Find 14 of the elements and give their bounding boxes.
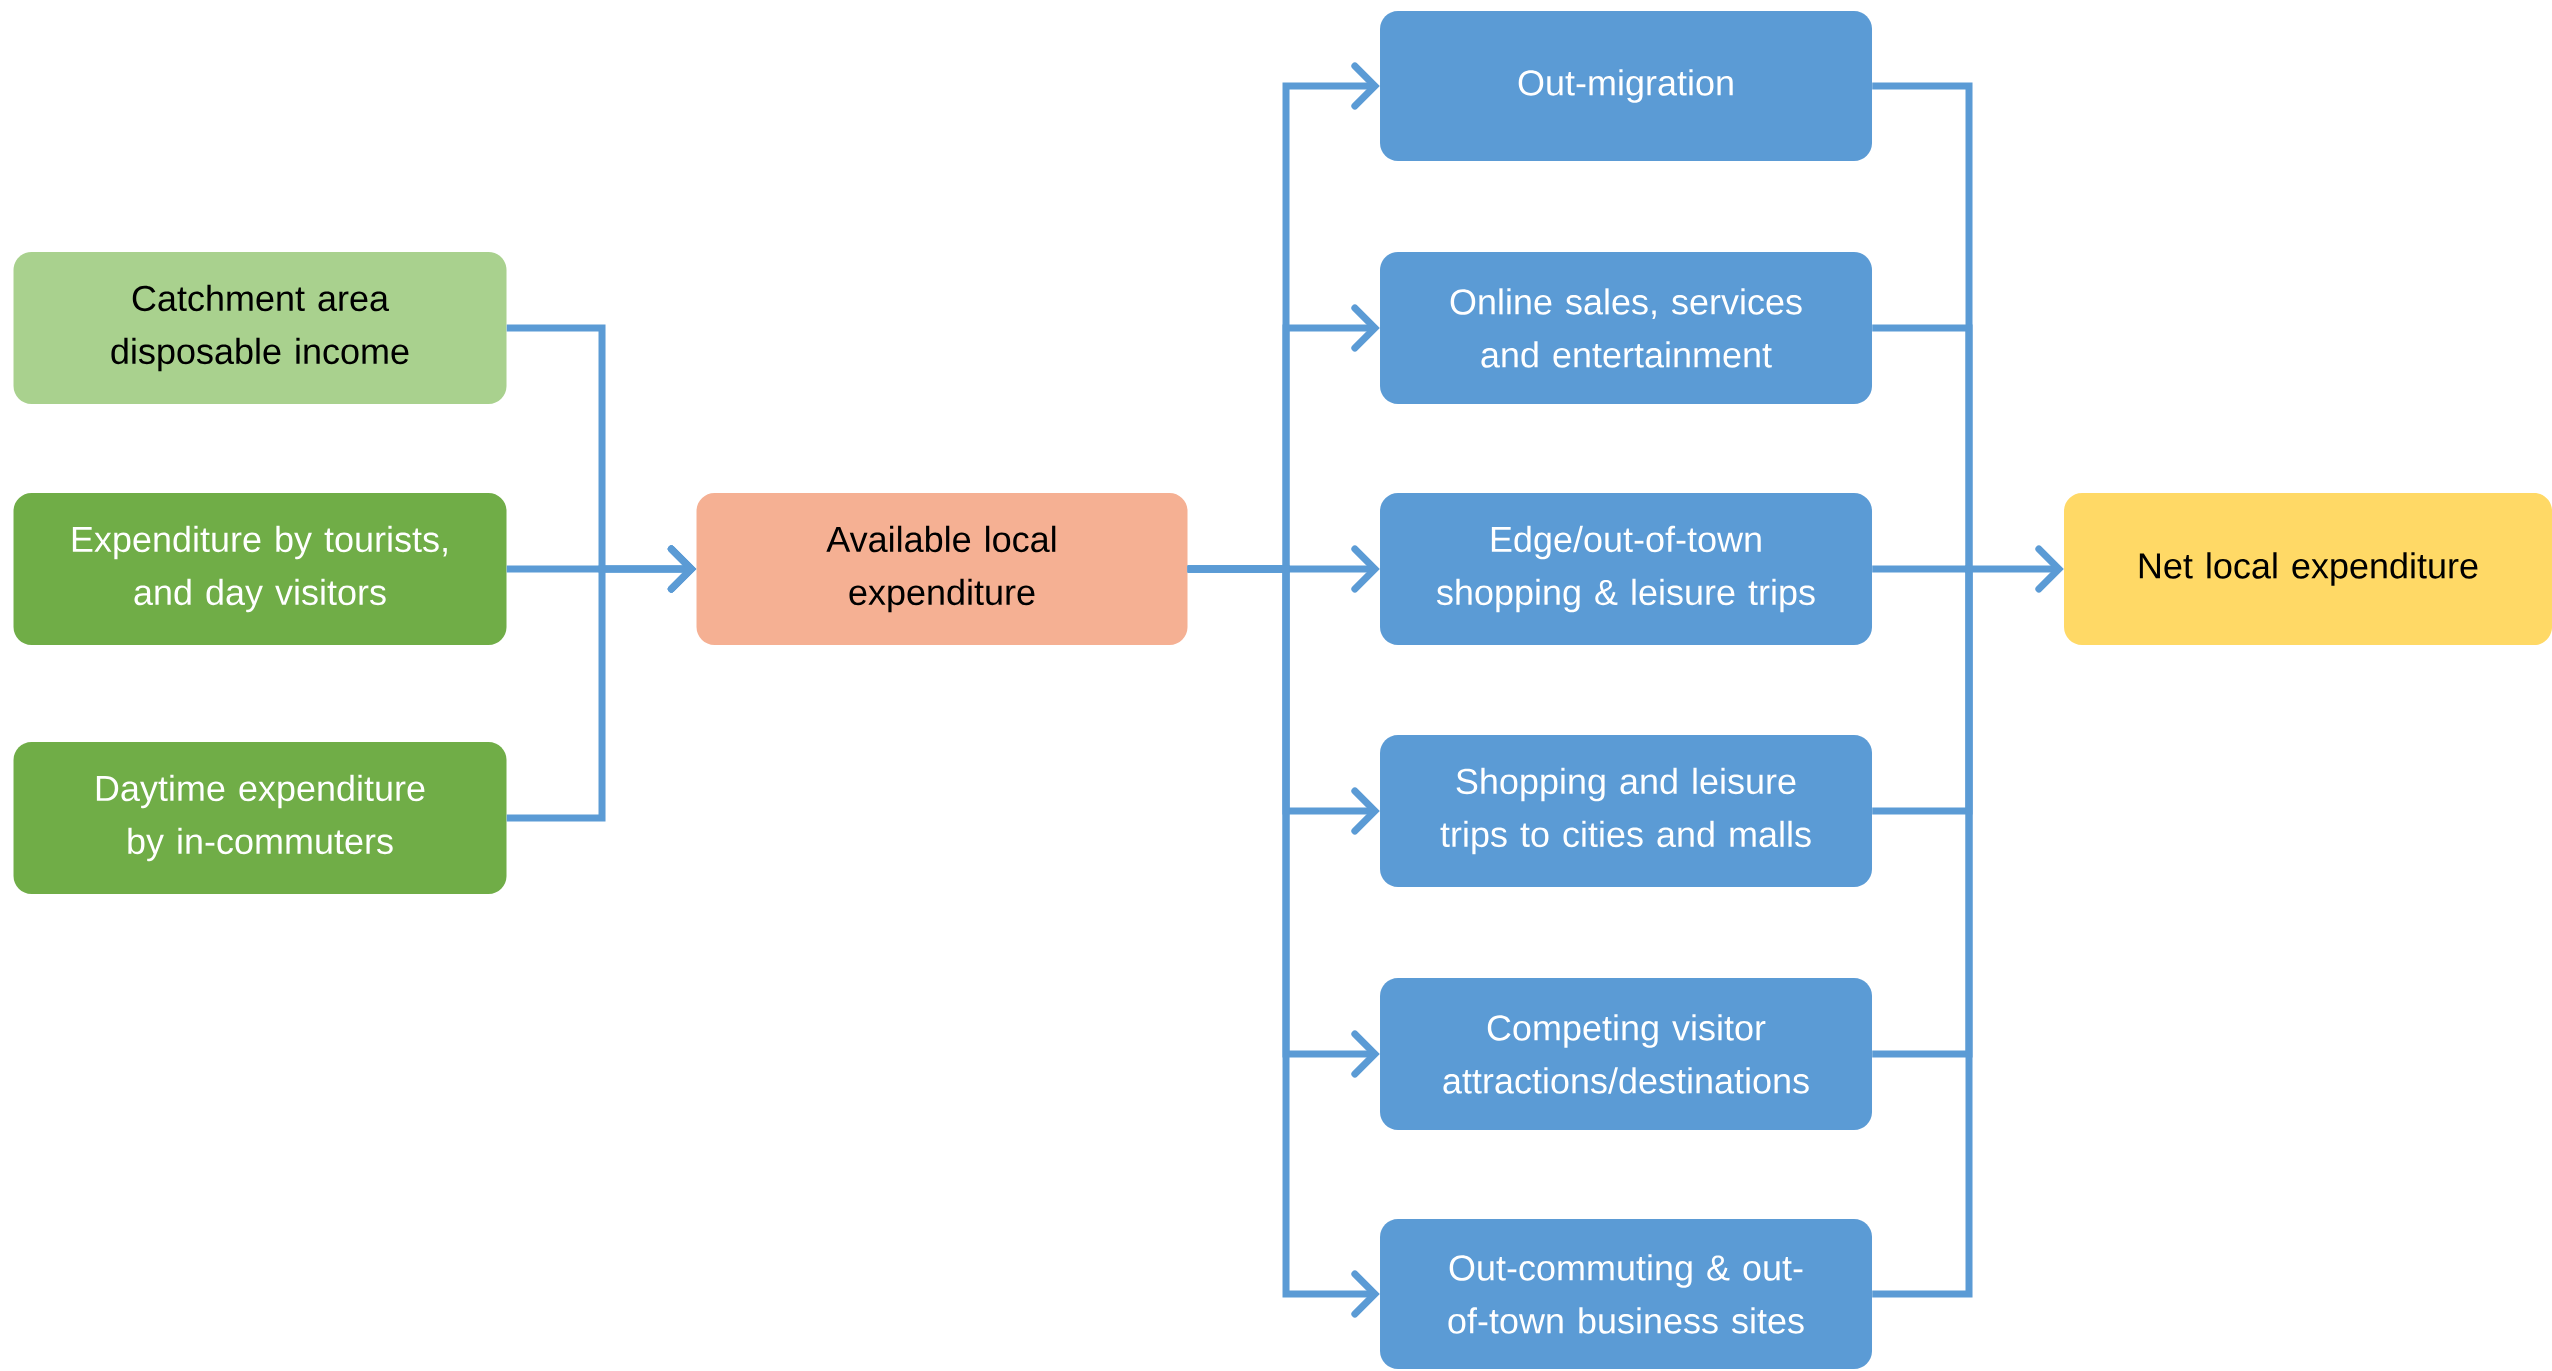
result-box: Net local expenditure [2064,493,2552,645]
leakage-box: Competing visitor attractions/destinations [1380,978,1872,1130]
arrow [506,545,697,822]
income-box: Catchment area disposable income [13,252,507,404]
leakage-box: Edge/out-of-town shopping & leisure trips [1380,493,1872,645]
leakage-box: Out-commuting & out-of-town business sites [1380,1219,1872,1369]
arrow [1187,565,1380,1318]
income-box: Daytime expenditure by in-commuters [13,742,507,894]
leakage-box: Online sales, services and entertainment [1380,252,1872,404]
arrow [1965,545,2064,593]
expenditure-box: Available local expenditure [696,493,1188,645]
leakage-box: Out-migration [1380,11,1872,161]
leakage-box: Shopping and leisure trips to cities and malls [1380,735,1872,887]
income-box: Expenditure by tourists, and day visitors [13,493,507,645]
